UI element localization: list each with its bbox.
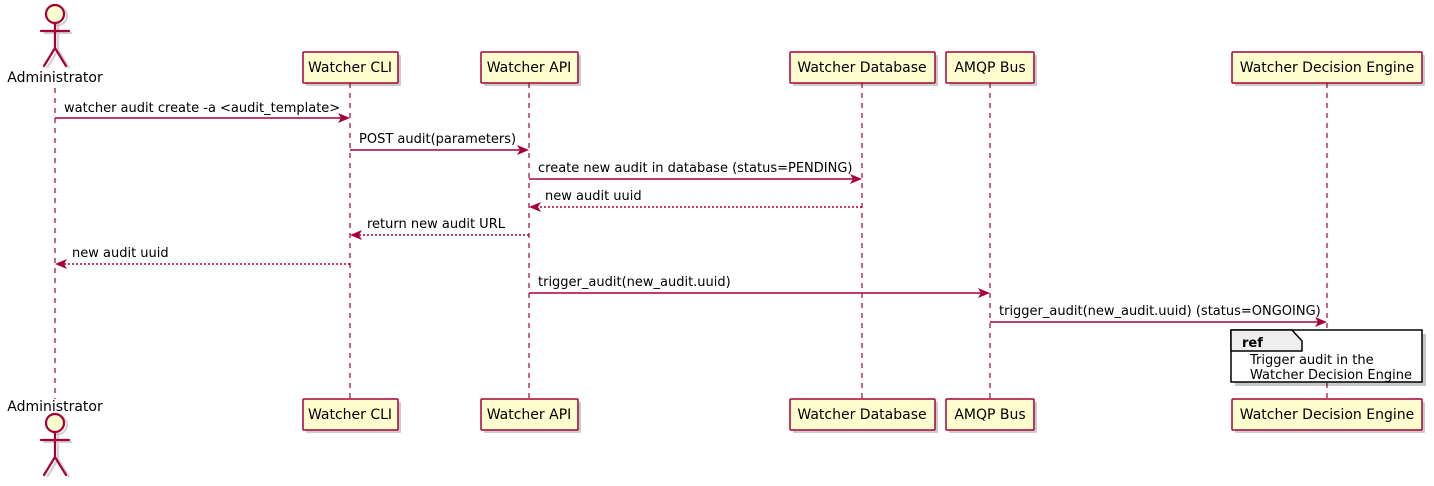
participant-label-watcher-cli-bottom: Watcher CLI <box>308 407 392 423</box>
participant-box-watcher-database-top[interactable]: Watcher Database <box>789 51 938 86</box>
actor-head-icon <box>44 3 66 25</box>
message-7-arrowhead <box>978 288 990 298</box>
ref-fragment[interactable]: ref Trigger audit in the Watcher Decisio… <box>1230 329 1426 386</box>
message-6-new-audit-uuid[interactable]: new audit uuid <box>55 246 350 269</box>
message-2-label: POST audit(parameters) <box>359 132 516 147</box>
participant-box-watcher-cli-bottom[interactable]: Watcher CLI <box>302 398 401 433</box>
lifelines-group <box>54 83 1328 399</box>
participant-label-watcher-database-top: Watcher Database <box>797 60 926 76</box>
participant-box-amqp-bus-bottom[interactable]: AMQP Bus <box>945 398 1037 433</box>
participant-box-watcher-database-bottom[interactable]: Watcher Database <box>789 398 938 433</box>
participants-bottom-group: Watcher CLI Watcher API Watcher Database… <box>302 398 1425 433</box>
message-2-post-audit[interactable]: POST audit(parameters) <box>350 132 529 155</box>
actor-administrator-bottom[interactable]: Administrator <box>7 399 103 478</box>
message-5-label: return new audit URL <box>367 217 506 232</box>
participant-label-watcher-database-bottom: Watcher Database <box>797 407 926 423</box>
message-8-arrowhead <box>1315 317 1327 327</box>
message-5-arrowhead <box>350 230 362 240</box>
message-5-return-new-audit-url[interactable]: return new audit URL <box>350 217 529 240</box>
participant-label-watcher-decision-engine-bottom: Watcher Decision Engine <box>1240 407 1414 423</box>
actor-label-administrator-bottom: Administrator <box>7 399 103 415</box>
message-1-label: watcher audit create -a <audit_template> <box>64 101 340 116</box>
participant-box-watcher-api-bottom[interactable]: Watcher API <box>480 398 581 433</box>
message-2-arrowhead <box>517 145 529 155</box>
participant-label-amqp-bus-top: AMQP Bus <box>954 60 1025 76</box>
participant-box-watcher-api-top[interactable]: Watcher API <box>480 51 581 86</box>
message-4-arrowhead <box>529 202 541 212</box>
actor-label-administrator-top: Administrator <box>7 70 103 86</box>
message-8-trigger-audit-ongoing[interactable]: trigger_audit(new_audit.uuid) (status=ON… <box>990 304 1327 327</box>
actor-head-icon-bottom <box>44 412 66 434</box>
participant-label-watcher-api-bottom: Watcher API <box>487 407 572 423</box>
participant-label-watcher-api-top: Watcher API <box>487 60 572 76</box>
message-3-create-new-audit[interactable]: create new audit in database (status=PEN… <box>529 161 862 184</box>
message-7-trigger-audit[interactable]: trigger_audit(new_audit.uuid) <box>529 275 990 298</box>
message-3-arrowhead <box>850 174 862 184</box>
participant-box-amqp-bus-top[interactable]: AMQP Bus <box>945 51 1037 86</box>
ref-fragment-line-1: Trigger audit in the <box>1249 353 1374 368</box>
message-1-arrowhead <box>338 113 350 123</box>
ref-fragment-line-2: Watcher Decision Engine <box>1250 368 1412 383</box>
message-6-label: new audit uuid <box>72 246 169 261</box>
message-1-watcher-audit-create[interactable]: watcher audit create -a <audit_template> <box>55 101 350 123</box>
message-7-label: trigger_audit(new_audit.uuid) <box>538 275 731 290</box>
message-8-label: trigger_audit(new_audit.uuid) (status=ON… <box>999 304 1321 319</box>
participant-label-watcher-decision-engine-top: Watcher Decision Engine <box>1240 60 1414 76</box>
messages-group: watcher audit create -a <audit_template>… <box>55 101 1327 327</box>
participant-label-watcher-cli-top: Watcher CLI <box>308 60 392 76</box>
message-4-new-audit-uuid[interactable]: new audit uuid <box>529 189 862 212</box>
message-4-label: new audit uuid <box>545 189 642 204</box>
actor-legs-icon-bottom <box>42 455 68 477</box>
participant-box-watcher-decision-engine-top[interactable]: Watcher Decision Engine <box>1231 51 1425 86</box>
participant-box-watcher-decision-engine-bottom[interactable]: Watcher Decision Engine <box>1231 398 1425 433</box>
actor-administrator-top[interactable]: Administrator <box>7 3 103 86</box>
participant-box-watcher-cli-top[interactable]: Watcher CLI <box>302 51 401 86</box>
ref-fragment-tab <box>1230 329 1303 352</box>
participants-top-group: Watcher CLI Watcher API Watcher Database… <box>302 51 1425 86</box>
actor-legs-icon <box>42 46 68 68</box>
ref-fragment-tab-label: ref <box>1242 336 1263 351</box>
message-3-label: create new audit in database (status=PEN… <box>538 161 853 176</box>
participant-label-amqp-bus-bottom: AMQP Bus <box>954 407 1025 423</box>
message-6-arrowhead <box>55 259 67 269</box>
